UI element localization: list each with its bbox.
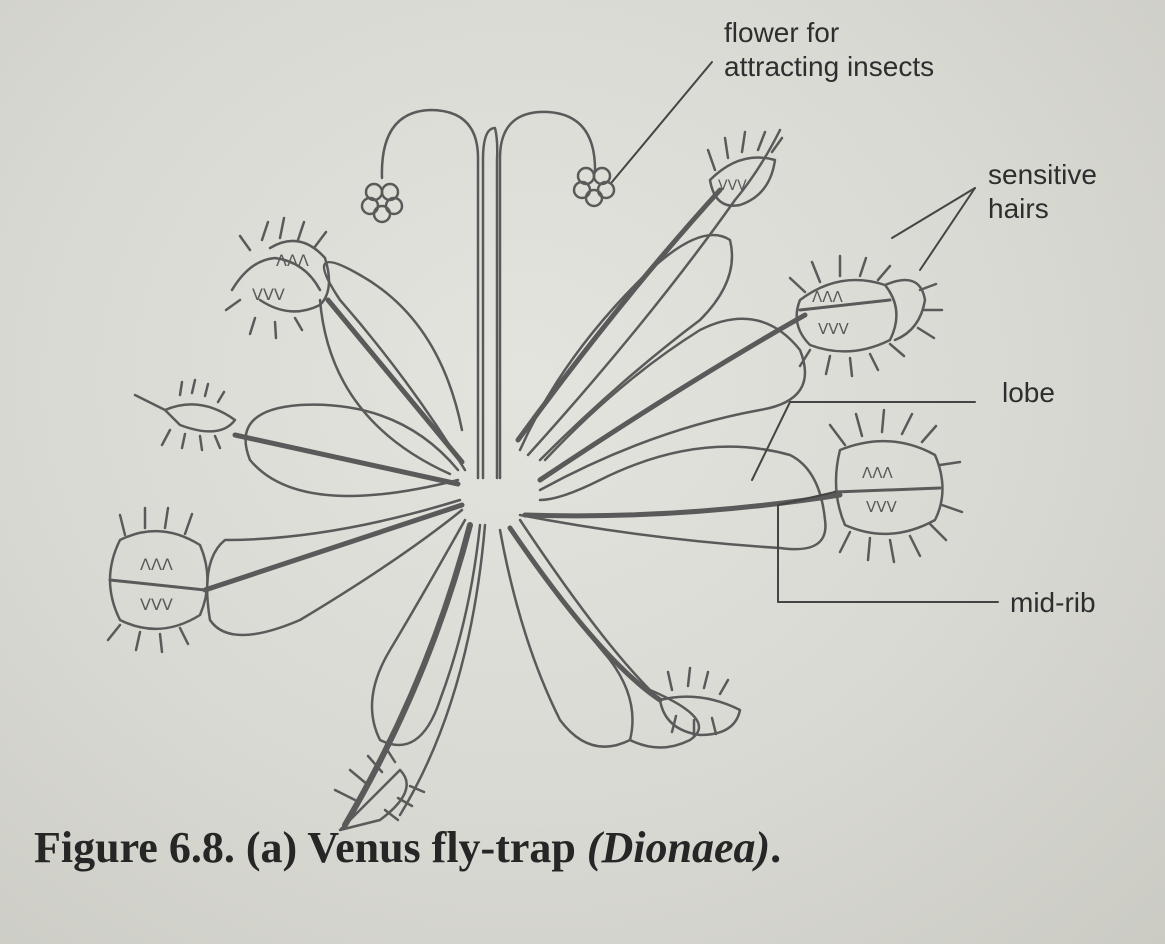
flower-stalk bbox=[380, 108, 597, 480]
trap-right-open: ΛΛΛ VVV bbox=[788, 254, 944, 378]
svg-text:VVV: VVV bbox=[140, 595, 173, 614]
flower-right bbox=[572, 166, 616, 208]
leaf-lower-left bbox=[202, 498, 465, 637]
trap-bottom-left bbox=[333, 746, 426, 832]
svg-text:VVV: VVV bbox=[252, 285, 285, 304]
label-sensitive-hairs: sensitive hairs bbox=[988, 158, 1097, 226]
flower-left bbox=[360, 182, 404, 224]
svg-text:ΛΛΛ: ΛΛΛ bbox=[862, 464, 894, 482]
trap-upper-left: ΛΛΛ VVV bbox=[224, 216, 331, 340]
label-hairs-line2: hairs bbox=[988, 193, 1049, 224]
leaf-upper-right bbox=[515, 128, 782, 462]
trap-left-closed bbox=[133, 378, 237, 452]
svg-text:ΛΛΛ: ΛΛΛ bbox=[140, 555, 173, 574]
label-hairs-line1: sensitive bbox=[988, 159, 1097, 190]
leader-midrib bbox=[777, 491, 999, 603]
label-flower: flower for attracting insects bbox=[724, 16, 934, 84]
leader-lines bbox=[611, 61, 999, 603]
leaf-left bbox=[232, 403, 461, 498]
caption-scientific-name: (Dionaea) bbox=[586, 823, 771, 872]
leader-hairs-1 bbox=[919, 187, 976, 271]
trap-lower-left: ΛΛΛ VVV bbox=[106, 506, 209, 654]
figure-caption: Figure 6.8. (a) Venus fly-trap (Dionaea)… bbox=[34, 822, 781, 873]
caption-suffix: . bbox=[770, 823, 782, 872]
svg-text:ΛΛΛ: ΛΛΛ bbox=[812, 288, 844, 306]
trap-right-labelled: ΛΛΛ VVV bbox=[828, 408, 964, 564]
caption-prefix: Figure 6.8. (a) Venus fly-trap bbox=[34, 823, 587, 872]
leaf-right bbox=[537, 312, 808, 492]
label-flower-line1: flower for bbox=[724, 17, 840, 48]
trap-upper-right: VVV bbox=[706, 130, 784, 207]
leader-flower bbox=[611, 61, 713, 183]
leader-lobe bbox=[751, 401, 976, 481]
trap-bottom-right bbox=[658, 666, 742, 738]
label-midrib: mid-rib bbox=[1010, 587, 1096, 618]
label-lobe: lobe bbox=[1002, 377, 1055, 408]
leaf-bottom bbox=[498, 518, 701, 749]
svg-text:VVV: VVV bbox=[818, 320, 850, 338]
svg-text:ΛΛΛ: ΛΛΛ bbox=[276, 251, 309, 270]
leaf-upper-left bbox=[318, 260, 467, 476]
svg-text:VVV: VVV bbox=[866, 498, 898, 516]
svg-text:VVV: VVV bbox=[718, 178, 747, 194]
leader-hairs-2 bbox=[891, 187, 976, 239]
leaf-bottom-left bbox=[342, 518, 487, 828]
label-flower-line2: attracting insects bbox=[724, 51, 935, 82]
